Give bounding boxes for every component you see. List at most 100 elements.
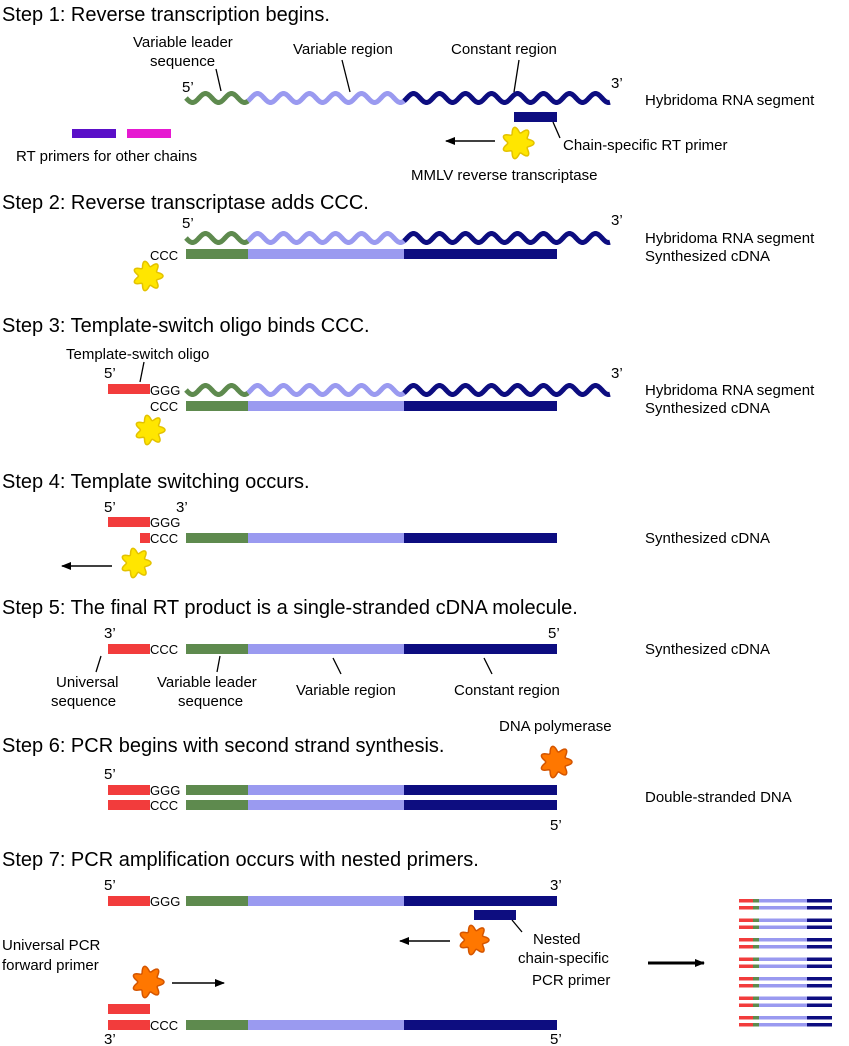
five-prime-label: 5’ [182, 215, 194, 232]
rna-wave-path [246, 231, 406, 245]
strand-bottom-variable [248, 800, 404, 810]
template-switch-oligo [108, 517, 150, 527]
product-segment [807, 945, 832, 949]
variable-pointer-5 [332, 657, 342, 675]
product-segment [753, 984, 759, 988]
rna-variable-wave [246, 231, 406, 245]
nested-primer-pointer [511, 919, 523, 933]
five-prime-label: 5’ [104, 365, 116, 382]
product-segment [753, 945, 759, 949]
strand-bottom-universal [108, 800, 150, 810]
rna-variable-wave [246, 383, 406, 397]
synth-cdna-label-5: Synthesized cDNA [645, 641, 770, 658]
cdna-variable [248, 401, 404, 411]
polymerase-icon [459, 924, 490, 956]
ccc-label: CCC [150, 399, 178, 414]
cdna-variable [248, 249, 404, 259]
three-prime-label: 3’ [611, 75, 623, 92]
rna-constant-wave [402, 91, 611, 105]
template-switch-oligo [108, 384, 150, 394]
product-segment [807, 925, 832, 929]
product-segment [739, 1003, 753, 1007]
rt-primer-magenta [127, 129, 171, 138]
rna-wave-path [246, 383, 406, 397]
product-segment [807, 899, 832, 903]
five-prime-label: 5’ [104, 877, 116, 894]
top-strand-universal [108, 896, 150, 906]
rt-primers-other-label: RT primers for other chains [16, 148, 197, 165]
leader-pointer-5 [216, 655, 221, 673]
product-segment [759, 938, 807, 942]
leader-label-line2: sequence [150, 53, 215, 70]
product-segment [759, 1016, 807, 1020]
cdna-leader [186, 644, 248, 654]
rna-leader-wave [184, 383, 250, 397]
five-prime-label: 5’ [182, 79, 194, 96]
bottom-strand-variable [248, 1020, 404, 1030]
universal-pcr-label-line2: forward primer [2, 957, 99, 974]
product-segment [759, 945, 807, 949]
rt-enzyme-icon [502, 126, 535, 160]
ggg-label: GGG [150, 894, 180, 909]
product-segment [807, 906, 832, 910]
product-segment [807, 1003, 832, 1007]
product-segment [759, 899, 807, 903]
ccc-label: CCC [150, 248, 178, 263]
product-segment [759, 1003, 807, 1007]
step-6-title: Step 6: PCR begins with second strand sy… [2, 735, 444, 757]
product-segment [807, 1023, 832, 1027]
leader-label-5-line2: sequence [178, 693, 243, 710]
rna-wave-path [402, 383, 611, 397]
strand-bottom-leader [186, 800, 248, 810]
universal-label-line1: Universal [56, 674, 119, 691]
cdna-leader [186, 249, 248, 259]
product-segment [753, 899, 759, 903]
product-segment [739, 925, 753, 929]
dna-polymerase-icon [540, 745, 573, 779]
template-switch-oligo-label: Template-switch oligo [66, 346, 209, 363]
cdna-leader [186, 533, 248, 543]
universal-pcr-label-line1: Universal PCR [2, 937, 101, 954]
five-prime-label: 5’ [104, 499, 116, 516]
rt-enzyme-icon [135, 414, 166, 446]
three-prime-label: 3’ [611, 365, 623, 382]
rna-wave-path [184, 231, 250, 245]
ccc-label: CCC [150, 642, 178, 657]
rna-wave-path [184, 383, 250, 397]
product-segment [807, 1016, 832, 1020]
product-segment [739, 977, 753, 981]
rna-constant-wave [402, 231, 611, 245]
rt-primer-purple [72, 129, 116, 138]
product-segment [807, 984, 832, 988]
mmlv-label: MMLV reverse transcriptase [411, 167, 597, 184]
product-segment [759, 964, 807, 968]
product-segment [739, 938, 753, 942]
step-1-title: Step 1: Reverse transcription begins. [2, 4, 330, 26]
product-segment [759, 906, 807, 910]
chain-rt-primer-label: Chain-specific RT primer [563, 137, 728, 154]
cdna-leader [186, 401, 248, 411]
product-segment [759, 1023, 807, 1027]
constant-region-label-5: Constant region [454, 682, 560, 699]
product-segment [759, 996, 807, 1000]
rna-wave-path [184, 91, 250, 105]
product-segment [739, 899, 753, 903]
constant-region-pointer [513, 59, 520, 93]
polymerase-icon [132, 965, 165, 999]
rna-wave-path [402, 91, 611, 105]
rna-constant-wave [402, 383, 611, 397]
bottom-strand-leader [186, 1020, 248, 1030]
product-segment [753, 918, 759, 922]
forward-primer [108, 1004, 150, 1014]
product-segment [807, 996, 832, 1000]
dna-polymerase-label: DNA polymerase [499, 718, 612, 735]
product-segment [739, 906, 753, 910]
top-strand-constant [404, 896, 557, 906]
nested-label-line3: PCR primer [532, 972, 610, 989]
double-stranded-label: Double-stranded DNA [645, 789, 792, 806]
ccc-label: CCC [150, 798, 178, 813]
universal-pointer [95, 655, 102, 673]
hybridoma-rna-label-2: Hybridoma RNA segment [645, 230, 815, 247]
five-prime-label: 5’ [550, 1031, 562, 1046]
product-segment [753, 977, 759, 981]
